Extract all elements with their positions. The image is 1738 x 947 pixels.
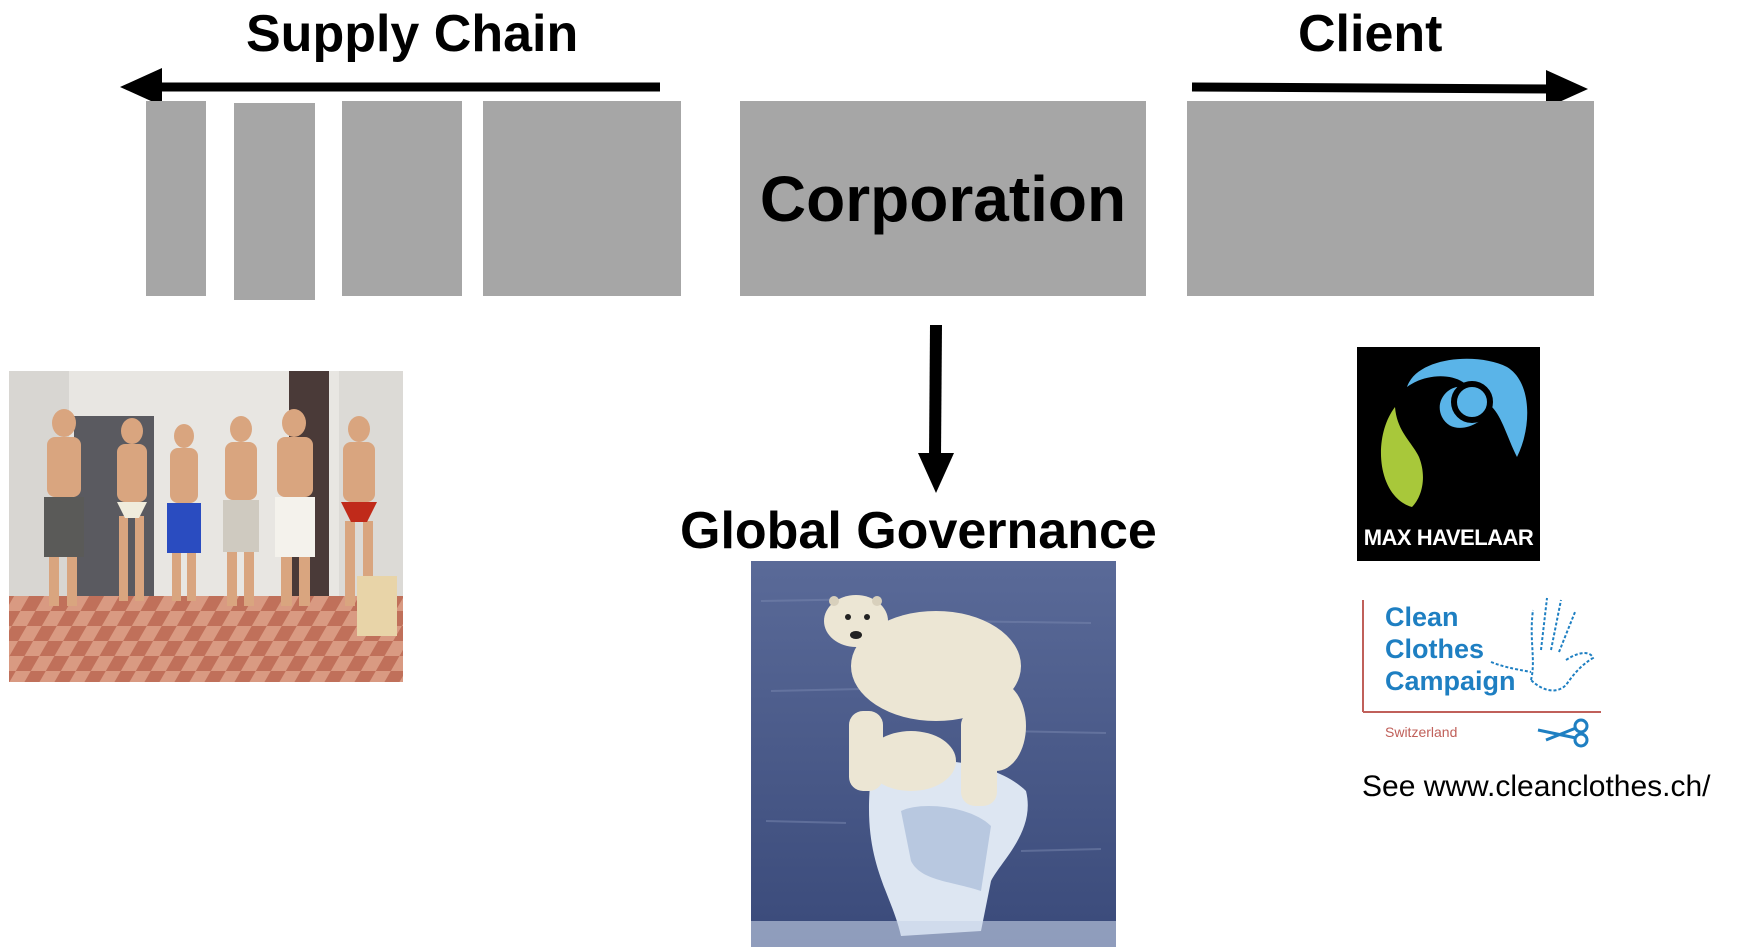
clean-clothes-line-1: Clean bbox=[1385, 602, 1459, 632]
max-havelaar-logo: MAX HAVELAAR bbox=[1357, 347, 1540, 561]
supply-chain-box-1 bbox=[146, 101, 206, 296]
corporation-label: Corporation bbox=[759, 162, 1127, 235]
corporation-box: Corporation bbox=[740, 101, 1146, 296]
scissors-icon bbox=[1537, 718, 1589, 748]
supply-chain-heading: Supply Chain bbox=[246, 5, 579, 63]
polar-bear-photo bbox=[751, 561, 1116, 947]
supply-chain-box-3 bbox=[342, 101, 462, 296]
clean-clothes-logo: Clean Clothes Campaign Switzerland bbox=[1361, 590, 1606, 755]
client-heading: Client bbox=[1298, 5, 1443, 63]
clean-clothes-line-3: Campaign bbox=[1385, 666, 1516, 696]
global-governance-heading: Global Governance bbox=[680, 502, 1157, 560]
max-havelaar-text: MAX HAVELAAR bbox=[1363, 525, 1534, 550]
fairtrade-icon bbox=[1380, 358, 1528, 507]
supply-chain-box-2 bbox=[234, 103, 315, 300]
hand-icon bbox=[1530, 597, 1595, 692]
governance-arrow bbox=[918, 325, 954, 493]
workers-photo bbox=[9, 371, 403, 682]
client-arrow bbox=[1191, 70, 1588, 108]
supply-chain-box-4 bbox=[483, 101, 681, 296]
cleanclothes-url-note: See www.cleanclothes.ch/ bbox=[1362, 770, 1711, 803]
clean-clothes-country: Switzerland bbox=[1385, 724, 1458, 740]
supply-chain-arrow bbox=[120, 68, 660, 106]
client-box bbox=[1187, 101, 1594, 296]
clean-clothes-line-2: Clothes bbox=[1385, 634, 1485, 664]
